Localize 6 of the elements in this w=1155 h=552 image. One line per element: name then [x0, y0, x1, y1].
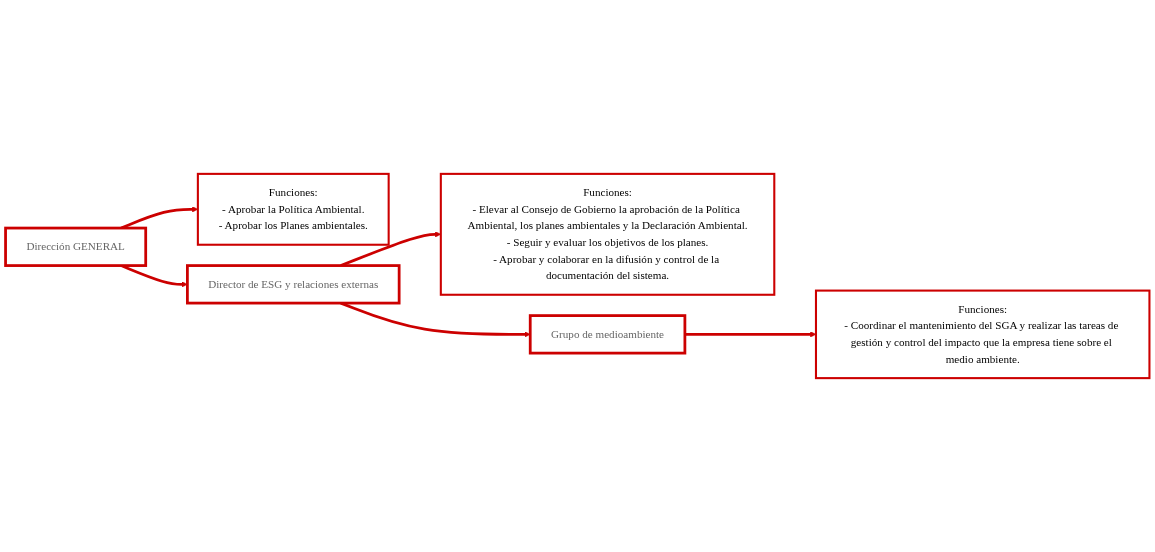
node-box: Funciones: - Elevar al Consejo de Gobierno la aprobación de la Política Ambiental, los planes ambientales y la Declaración Ambiental. - Seguir y evaluar los objetivos de los planes. - Aprobar y colaborar en la difusión y control de la documentación del sistema.	[439, 172, 776, 296]
node-box: Funciones: - Coordinar el mantenimiento del SGA y realizar las tareas de gestión y control del impacto que la empresa tiene sobre el medio ambiente.	[814, 289, 1151, 380]
node-box: Funciones: - Aprobar la Política Ambiental. - Aprobar los Planes ambientales.	[196, 172, 390, 246]
node-box: Dirección GENERAL	[4, 226, 148, 267]
node-box: Grupo de medioambiente	[528, 314, 687, 355]
node-box: Director de ESG y relaciones externas	[186, 264, 401, 305]
